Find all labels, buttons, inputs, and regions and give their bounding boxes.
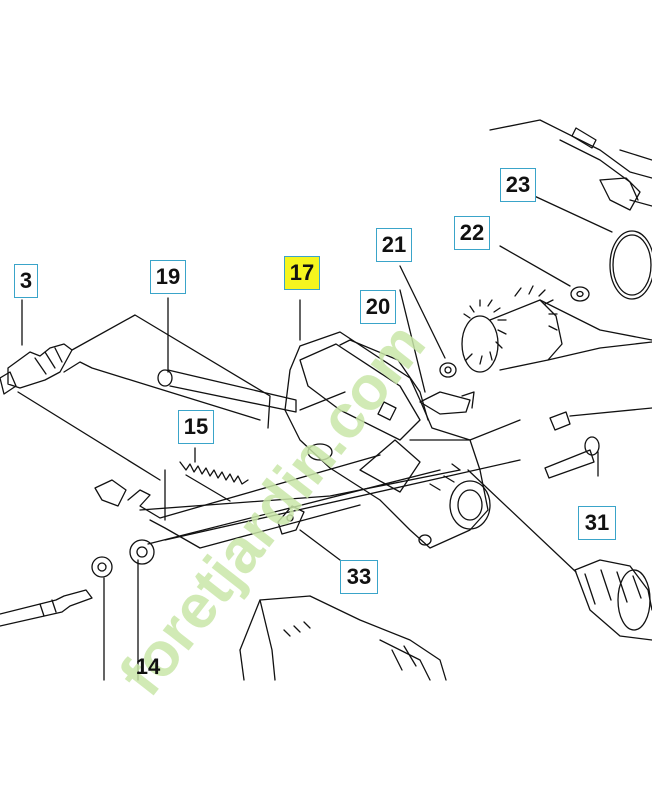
part-23-oring bbox=[529, 193, 652, 300]
callout-17[interactable]: 17 bbox=[284, 256, 320, 290]
upper-body-outline bbox=[489, 119, 652, 211]
outline-line-mid bbox=[63, 361, 261, 421]
part-31-screws bbox=[544, 407, 652, 479]
part-22-washer bbox=[499, 245, 590, 302]
callout-15[interactable]: 15 bbox=[178, 410, 214, 444]
part-15-spring bbox=[179, 447, 249, 502]
chuck-assembly bbox=[467, 469, 652, 641]
callout-21[interactable]: 21 bbox=[376, 228, 412, 262]
callout-3[interactable]: 3 bbox=[14, 264, 38, 298]
callout-14[interactable]: 14 bbox=[135, 654, 161, 679]
callout-20[interactable]: 20 bbox=[360, 290, 396, 324]
connect-line-a bbox=[409, 419, 521, 441]
part-33-clip bbox=[277, 505, 341, 561]
motor-body bbox=[239, 595, 447, 681]
part-17-housing bbox=[284, 299, 491, 549]
outline-line-top bbox=[71, 314, 271, 429]
leader-line-3 bbox=[17, 391, 161, 481]
bevel-gear bbox=[461, 285, 652, 373]
callout-22[interactable]: 22 bbox=[454, 216, 490, 250]
callout-31[interactable]: 31 bbox=[578, 506, 616, 540]
callout-23[interactable]: 23 bbox=[500, 168, 536, 202]
shaft-lines bbox=[91, 454, 521, 681]
part-21-washer bbox=[399, 265, 457, 378]
part-3-plug bbox=[0, 299, 73, 395]
drive-shaft bbox=[0, 589, 93, 627]
part-19-screw bbox=[157, 297, 297, 413]
callout-33[interactable]: 33 bbox=[340, 560, 378, 594]
connect-line-b bbox=[299, 391, 346, 411]
part-20-clip bbox=[399, 289, 475, 415]
callout-19[interactable]: 19 bbox=[150, 260, 186, 294]
